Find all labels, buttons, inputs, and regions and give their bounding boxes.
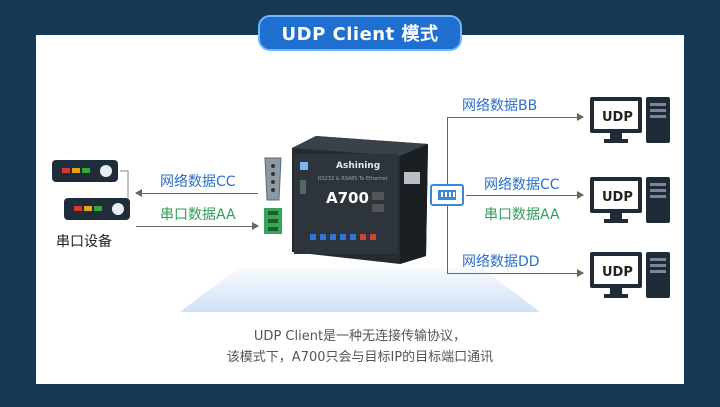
right-link-label-cc: 网络数据CC xyxy=(484,177,560,193)
diagram-title: UDP Client 模式 xyxy=(258,15,462,51)
right-link-label-bb: 网络数据BB xyxy=(462,98,538,114)
udp-computer-icon xyxy=(590,177,670,223)
vertical-link-bottom xyxy=(447,206,448,274)
terminal-block-icon xyxy=(264,208,282,234)
right-arrow-top xyxy=(447,113,584,121)
udp-computer-icon xyxy=(590,97,670,143)
udp-computer-label: UDP xyxy=(602,265,633,280)
udp-computer-label: UDP xyxy=(602,190,633,205)
right-link-label-aa: 串口数据AA xyxy=(484,207,560,223)
caption-line-2: 该模式下，A700只会与目标IP的目标端口通讯 xyxy=(226,350,494,365)
db9-connector-icon xyxy=(264,157,282,201)
right-link-label-dd: 网络数据DD xyxy=(462,254,540,270)
device-brand: Ashining xyxy=(336,161,381,171)
floor-glow xyxy=(180,268,540,312)
left-arrow-to-device xyxy=(136,222,259,230)
device-model: A700 xyxy=(326,189,369,207)
left-arrow-to-serial xyxy=(135,189,258,197)
right-arrow-middle xyxy=(466,191,584,199)
udp-computer-icon xyxy=(590,252,670,298)
left-network-data-label: 网络数据CC xyxy=(160,174,236,190)
ethernet-port-icon xyxy=(430,184,464,206)
device-subtitle: RS232 & RS485 To Ethernet xyxy=(318,176,388,182)
serial-device-icon xyxy=(52,160,130,220)
left-serial-data-label: 串口数据AA xyxy=(160,207,236,223)
right-arrow-bottom xyxy=(447,269,584,277)
caption-line-1: UDP Client是一种无连接传输协议， xyxy=(253,329,467,344)
serial-device-label: 串口设备 xyxy=(56,234,112,250)
vertical-link-top xyxy=(447,117,448,184)
udp-computer-label: UDP xyxy=(602,110,633,125)
a700-device-icon xyxy=(292,136,428,264)
